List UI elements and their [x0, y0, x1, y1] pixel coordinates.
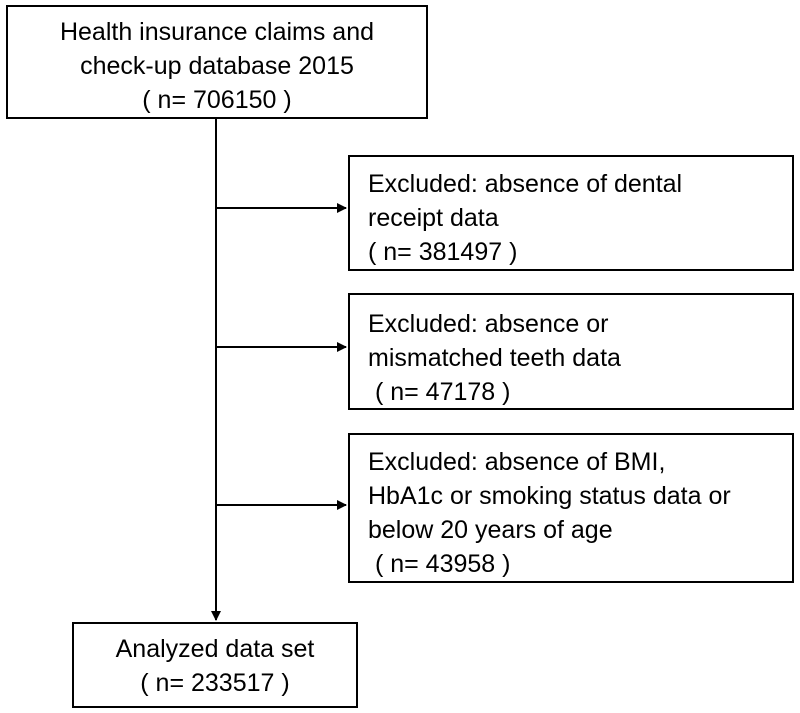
source-count: ( n= 706150 ): [142, 86, 292, 114]
exclusion-2-line-2: mismatched teeth data: [368, 344, 621, 372]
source-line-1: Health insurance claims and: [59, 18, 375, 46]
exclusion-3-line-1: Excluded: absence of BMI,: [368, 448, 666, 476]
exclusion-box-bmi-hba1c-smoking: Excluded: absence of BMI, HbA1c or smoki…: [348, 433, 794, 583]
exclusion-2-line-1: Excluded: absence or: [368, 310, 609, 338]
exclusion-1-count: ( n= 381497 ): [368, 238, 518, 266]
exclusion-3-line-3: below 20 years of age: [368, 516, 613, 544]
final-line-1: Analyzed data set: [115, 635, 315, 663]
exclusion-2-count: ( n= 47178 ): [368, 378, 511, 406]
exclusion-box-teeth-data: Excluded: absence or mismatched teeth da…: [348, 293, 794, 410]
exclusion-3-count: ( n= 43958 ): [368, 550, 511, 578]
exclusion-3-line-2: HbA1c or smoking status data or: [368, 482, 731, 510]
exclusion-box-dental-receipt: Excluded: absence of dental receipt data…: [348, 155, 794, 271]
analyzed-data-box: Analyzed data set ( n= 233517 ): [72, 622, 358, 708]
exclusion-1-line-2: receipt data: [368, 204, 499, 232]
source-line-2: check-up database 2015: [80, 52, 354, 80]
source-box: Health insurance claims and check-up dat…: [6, 5, 428, 119]
final-count: ( n= 233517 ): [140, 669, 290, 697]
exclusion-1-line-1: Excluded: absence of dental: [368, 170, 683, 198]
